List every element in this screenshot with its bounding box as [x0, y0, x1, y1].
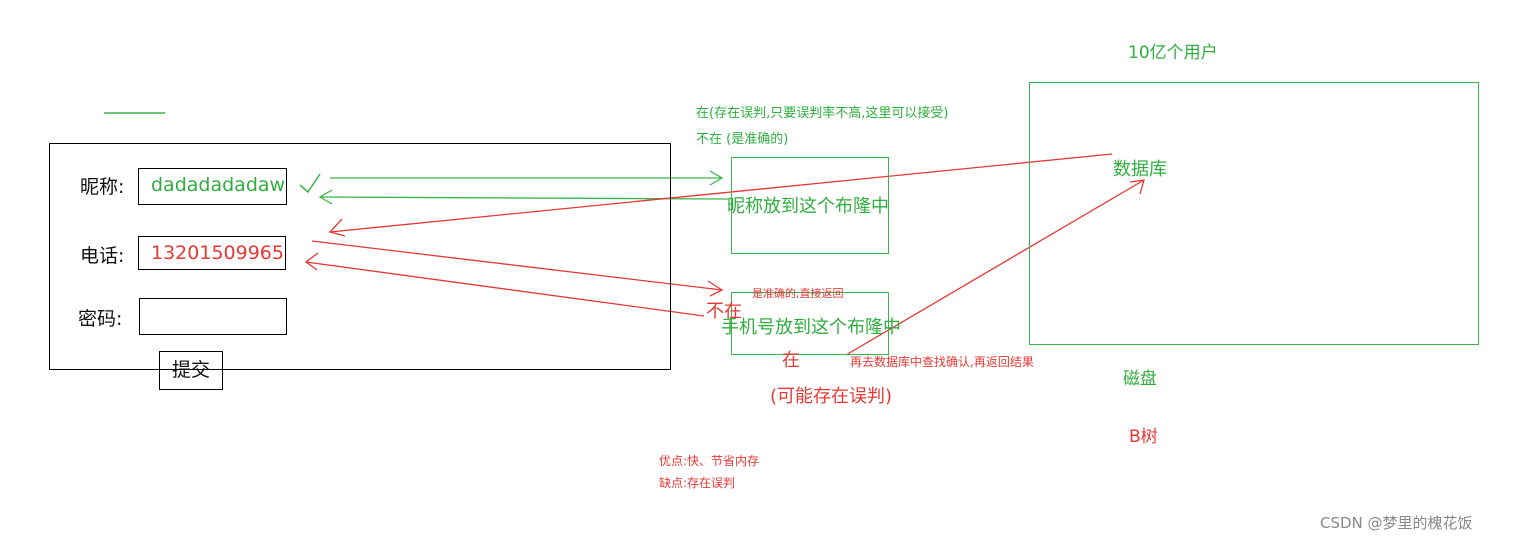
bloom-phone-label: 手机号放到这个布隆中 [721, 317, 901, 338]
bloom-nickname-label: 昵称放到这个布隆中 [727, 196, 889, 217]
phone-label: 电话: [80, 245, 125, 267]
form-container [49, 143, 671, 370]
password-label: 密码: [78, 308, 123, 330]
arrow-head-icon [707, 280, 724, 297]
disk-label: 磁盘 [1123, 369, 1157, 389]
database-box [1029, 82, 1479, 345]
in-note: 在(存在误判,只要误判率不高,这里可以接受) [696, 106, 949, 121]
nickname-label: 昵称: [80, 176, 125, 198]
arrow-head-icon [328, 218, 346, 237]
maybe-misjudge-label: (可能存在误判) [770, 386, 893, 407]
accurate-return-note: 是准确的,直接返回 [752, 287, 844, 300]
arrow-phone-to-bloom [311, 240, 723, 291]
not-in-label: 不在 [706, 301, 742, 322]
users-label: 10亿个用户 [1128, 43, 1218, 63]
submit-button[interactable]: 提交 [159, 351, 223, 390]
pros-note: 优点:快、节省内存 [659, 454, 760, 468]
arrow-bloom-to-db [845, 179, 1145, 356]
btree-label: B树 [1129, 427, 1158, 447]
database-label: 数据库 [1113, 159, 1167, 180]
bloom-box-phone [731, 292, 889, 355]
arrow-head-icon [304, 252, 319, 271]
cons-note: 缺点:存在误判 [659, 476, 736, 490]
check-icon [299, 173, 321, 194]
in-label: 在 [782, 350, 800, 371]
watermark: CSDN @梦里的槐花饭 [1320, 514, 1473, 532]
phone-input[interactable]: 13201509965 [138, 236, 286, 270]
password-input[interactable] [139, 298, 287, 335]
arrow-head-icon [709, 170, 724, 186]
nickname-input[interactable]: dadadadadaw [138, 168, 287, 205]
arrow-head-icon [318, 189, 333, 205]
arrow-db-to-phone [329, 153, 1113, 233]
notin-note: 不在 (是准确的) [696, 132, 789, 147]
arrow-head-icon [1129, 179, 1145, 195]
recheck-db-note: 再去数据库中查找确认,再返回结果 [850, 355, 1034, 369]
arrow-bloom-to-phone [305, 261, 705, 317]
bloom-box-nickname [731, 157, 889, 254]
